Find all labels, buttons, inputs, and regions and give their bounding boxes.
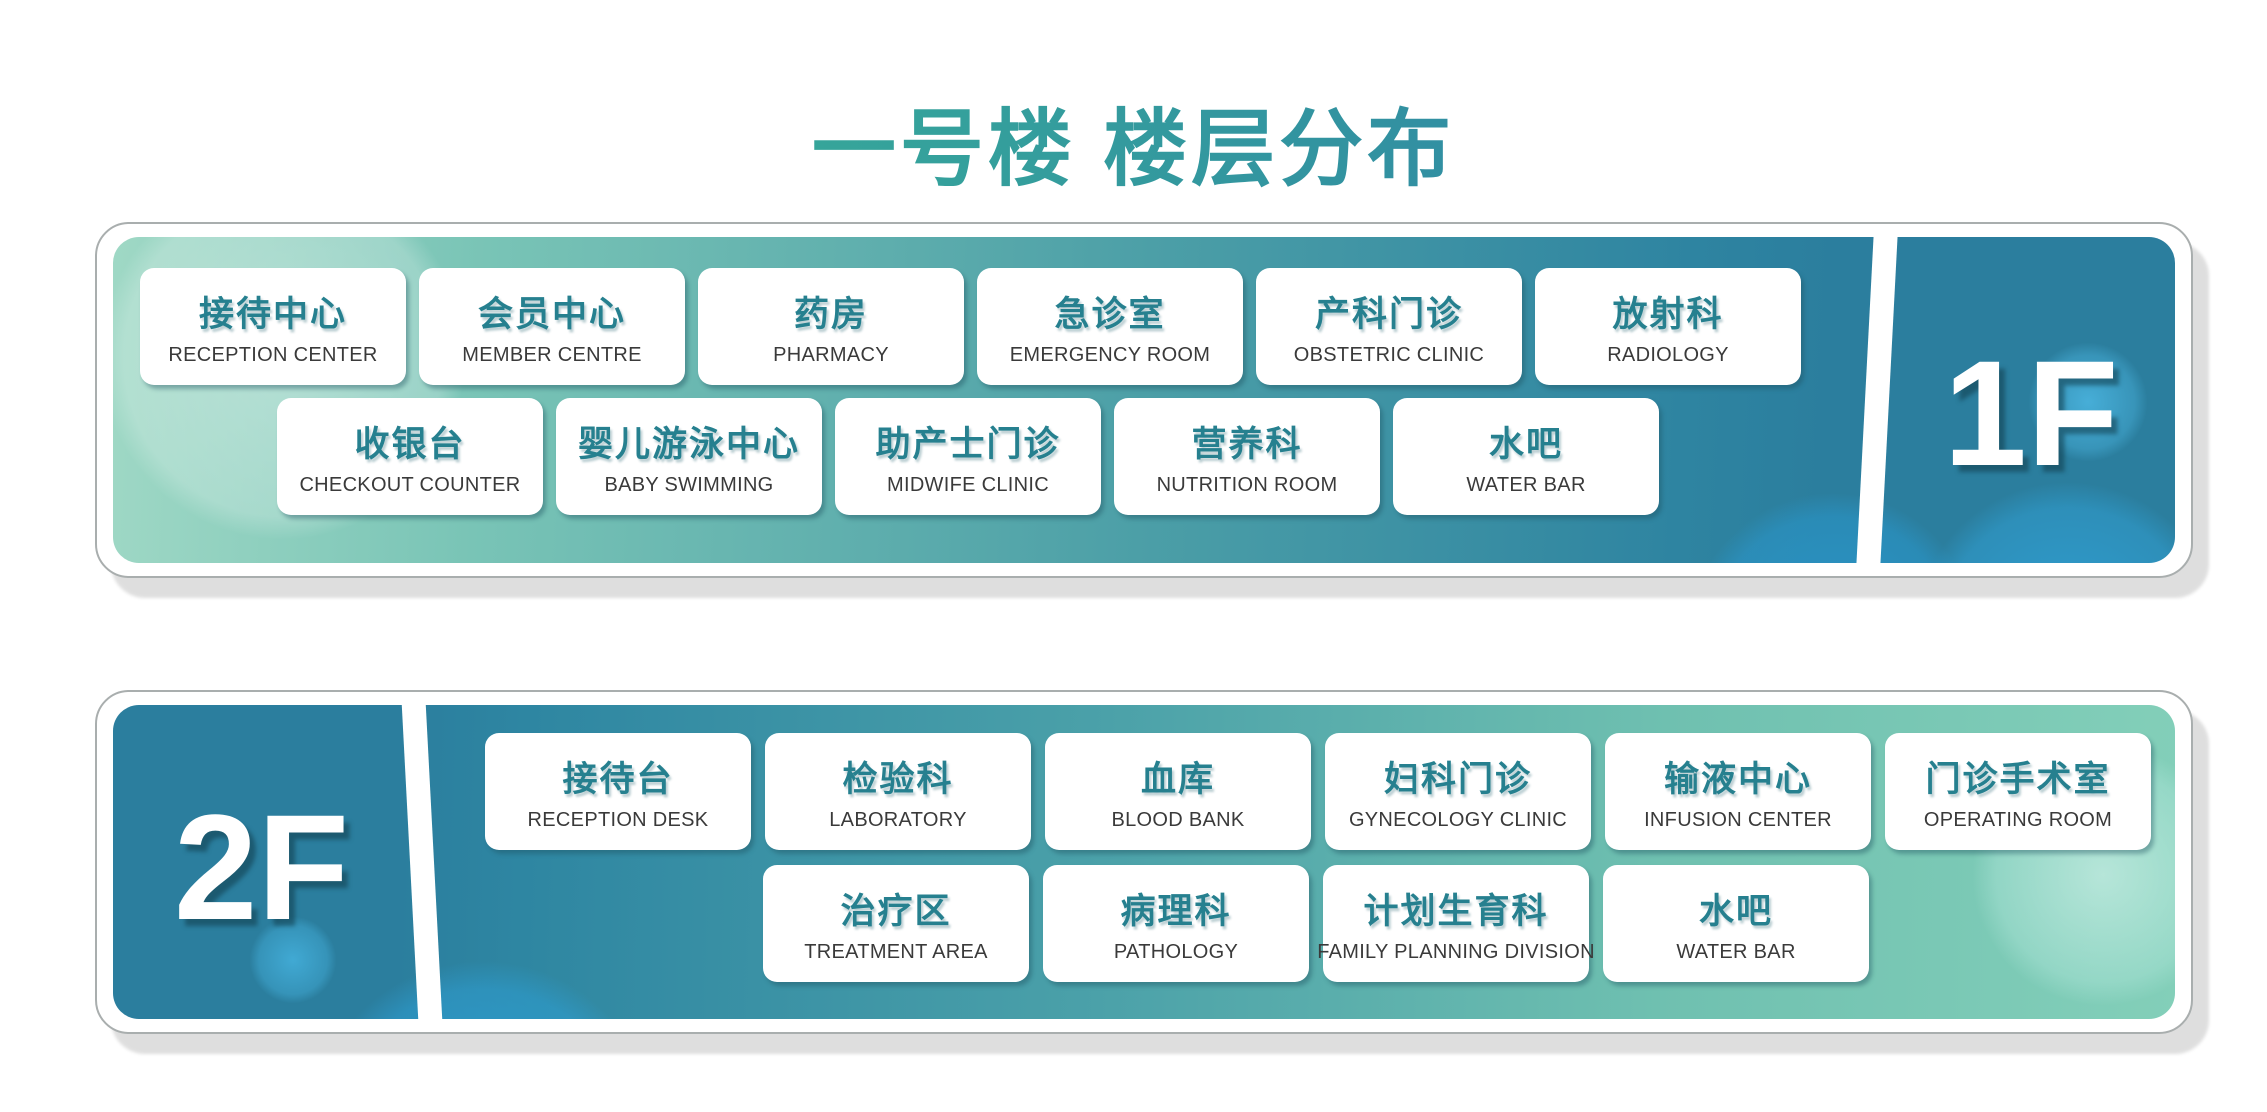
- department-name-en: RADIOLOGY: [1607, 344, 1729, 366]
- floor-label-1f: 1F: [1943, 328, 2119, 497]
- card-row: 接待台 RECEPTION DESK 检验科 LABORATORY 血库 BLO…: [485, 733, 2151, 850]
- floor-panel-2f-inner: 接待台 RECEPTION DESK 检验科 LABORATORY 血库 BLO…: [113, 705, 2175, 1019]
- card-row: 接待中心 RECEPTION CENTER 会员中心 MEMBER CENTRE…: [140, 268, 1801, 385]
- department-card: 助产士门诊 MIDWIFE CLINIC: [835, 398, 1101, 515]
- department-card: 输液中心 INFUSION CENTER: [1605, 733, 1871, 850]
- department-name-en: CHECKOUT COUNTER: [299, 474, 521, 496]
- department-name-zh: 门诊手术室: [1925, 760, 2111, 799]
- department-card: 治疗区 TREATMENT AREA: [763, 865, 1029, 982]
- department-name-zh: 水吧: [1488, 425, 1563, 464]
- department-card: 营养科 NUTRITION ROOM: [1114, 398, 1380, 515]
- department-card: 门诊手术室 OPERATING ROOM: [1885, 733, 2151, 850]
- department-card: 婴儿游泳中心 BABY SWIMMING: [556, 398, 822, 515]
- floor-panel-2f: 接待台 RECEPTION DESK 检验科 LABORATORY 血库 BLO…: [95, 690, 2193, 1034]
- department-name-en: MIDWIFE CLINIC: [887, 474, 1049, 496]
- department-name-en: FAMILY PLANNING DIVISION: [1317, 941, 1595, 963]
- card-row: 收银台 CHECKOUT COUNTER 婴儿游泳中心 BABY SWIMMIN…: [277, 398, 1659, 515]
- department-card: 接待中心 RECEPTION CENTER: [140, 268, 406, 385]
- card-row: 治疗区 TREATMENT AREA 病理科 PATHOLOGY 计划生育科 F…: [763, 865, 1869, 982]
- department-name-en: OPERATING ROOM: [1923, 809, 2113, 831]
- department-name-zh: 治疗区: [840, 892, 952, 931]
- department-name-en: TREATMENT AREA: [804, 941, 988, 963]
- floor-panel-1f-inner: 接待中心 RECEPTION CENTER 会员中心 MEMBER CENTRE…: [113, 237, 2175, 563]
- department-name-zh: 血库: [1140, 760, 1215, 799]
- department-name-en: BABY SWIMMING: [604, 474, 774, 496]
- department-name-en: OBSTETRIC CLINIC: [1293, 344, 1485, 366]
- page-title: 一号楼 楼层分布: [0, 82, 2267, 203]
- department-name-en: RECEPTION DESK: [527, 809, 709, 831]
- department-name-en: RECEPTION CENTER: [168, 344, 378, 366]
- department-name-zh: 急诊室: [1054, 295, 1166, 334]
- department-name-en: MEMBER CENTRE: [462, 344, 642, 366]
- department-name-en: BLOOD BANK: [1111, 809, 1245, 831]
- department-name-zh: 计划生育科: [1363, 892, 1549, 931]
- department-name-en: GYNECOLOGY CLINIC: [1348, 809, 1568, 831]
- department-name-zh: 妇科门诊: [1383, 760, 1532, 799]
- department-card: 水吧 WATER BAR: [1603, 865, 1869, 982]
- department-card: 收银台 CHECKOUT COUNTER: [277, 398, 543, 515]
- department-card: 计划生育科 FAMILY PLANNING DIVISION: [1317, 865, 1595, 982]
- department-card: 妇科门诊 GYNECOLOGY CLINIC: [1325, 733, 1591, 850]
- department-card: 检验科 LABORATORY: [765, 733, 1031, 850]
- department-name-zh: 水吧: [1698, 892, 1773, 931]
- department-card: 会员中心 MEMBER CENTRE: [419, 268, 685, 385]
- department-card: 水吧 WATER BAR: [1393, 398, 1659, 515]
- department-name-en: EMERGENCY ROOM: [1009, 344, 1211, 366]
- department-name-en: LABORATORY: [829, 809, 967, 831]
- department-name-en: INFUSION CENTER: [1644, 809, 1832, 831]
- department-name-en: WATER BAR: [1466, 474, 1586, 496]
- department-card: 急诊室 EMERGENCY ROOM: [977, 268, 1243, 385]
- department-card: 血库 BLOOD BANK: [1045, 733, 1311, 850]
- department-name-en: NUTRITION ROOM: [1156, 474, 1338, 496]
- department-name-zh: 会员中心: [477, 295, 626, 334]
- department-name-zh: 收银台: [354, 425, 466, 464]
- department-name-zh: 放射科: [1612, 295, 1724, 334]
- department-card: 病理科 PATHOLOGY: [1043, 865, 1309, 982]
- department-name-zh: 营养科: [1191, 425, 1303, 464]
- department-name-zh: 药房: [793, 295, 868, 334]
- floor-panel-1f: 接待中心 RECEPTION CENTER 会员中心 MEMBER CENTRE…: [95, 222, 2193, 578]
- department-card: 放射科 RADIOLOGY: [1535, 268, 1801, 385]
- department-name-zh: 产科门诊: [1314, 295, 1463, 334]
- department-name-zh: 助产士门诊: [875, 425, 1061, 464]
- department-name-en: PHARMACY: [773, 344, 889, 366]
- department-name-zh: 婴儿游泳中心: [577, 425, 800, 464]
- department-name-zh: 病理科: [1120, 892, 1232, 931]
- department-name-zh: 接待台: [562, 760, 674, 799]
- department-name-zh: 检验科: [842, 760, 954, 799]
- floor-label-2f: 2F: [173, 782, 350, 951]
- department-name-zh: 输液中心: [1663, 760, 1812, 799]
- department-name-en: WATER BAR: [1676, 941, 1796, 963]
- department-card: 产科门诊 OBSTETRIC CLINIC: [1256, 268, 1522, 385]
- department-card: 接待台 RECEPTION DESK: [485, 733, 751, 850]
- department-name-en: PATHOLOGY: [1113, 941, 1239, 963]
- department-name-zh: 接待中心: [198, 295, 347, 334]
- department-card: 药房 PHARMACY: [698, 268, 964, 385]
